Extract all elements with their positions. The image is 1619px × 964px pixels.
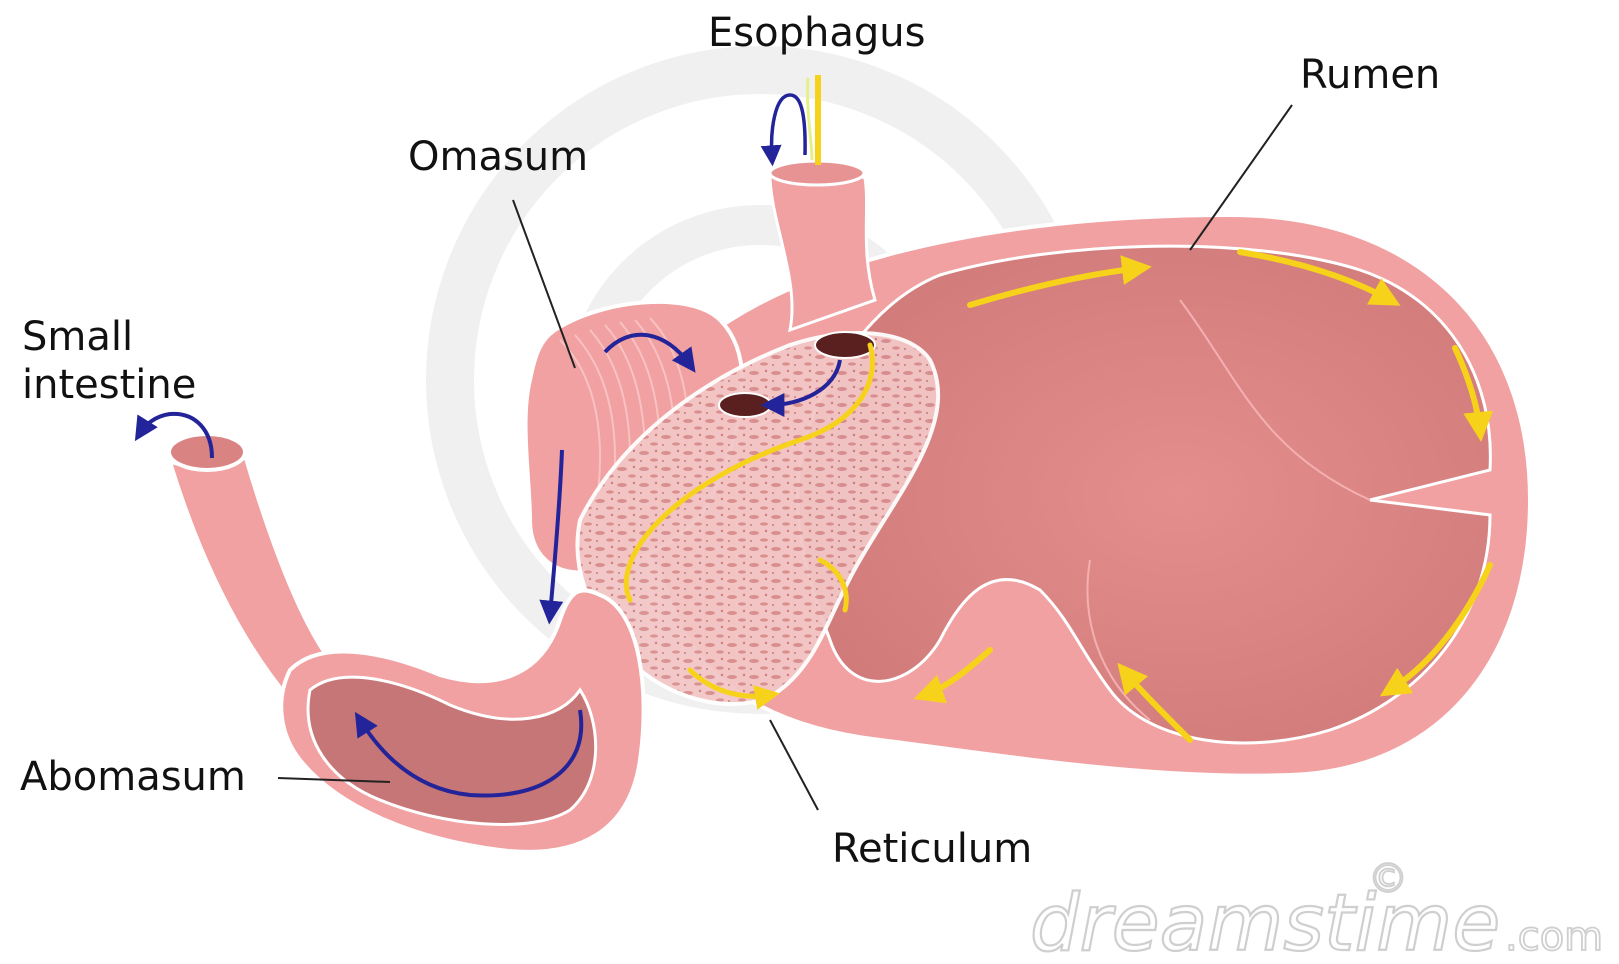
small-intestine-label-line1: Small <box>22 314 133 360</box>
watermark-brand: dreamstime <box>1030 879 1500 964</box>
abomasum <box>281 590 643 852</box>
esophagus-label: Esophagus <box>708 10 925 56</box>
watermark-suffix: .com <box>1505 914 1603 960</box>
watermark: © dreamstime .com <box>1030 856 1603 964</box>
small-intestine-label-line2: intestine <box>22 362 196 408</box>
rumen-label: Rumen <box>1300 52 1440 98</box>
abomasum-label: Abomasum <box>20 754 246 800</box>
omasum-label: Omasum <box>408 134 588 180</box>
small-intestine <box>140 414 330 700</box>
reticulum-leader-line <box>770 720 818 810</box>
reticulum-label: Reticulum <box>832 826 1032 872</box>
